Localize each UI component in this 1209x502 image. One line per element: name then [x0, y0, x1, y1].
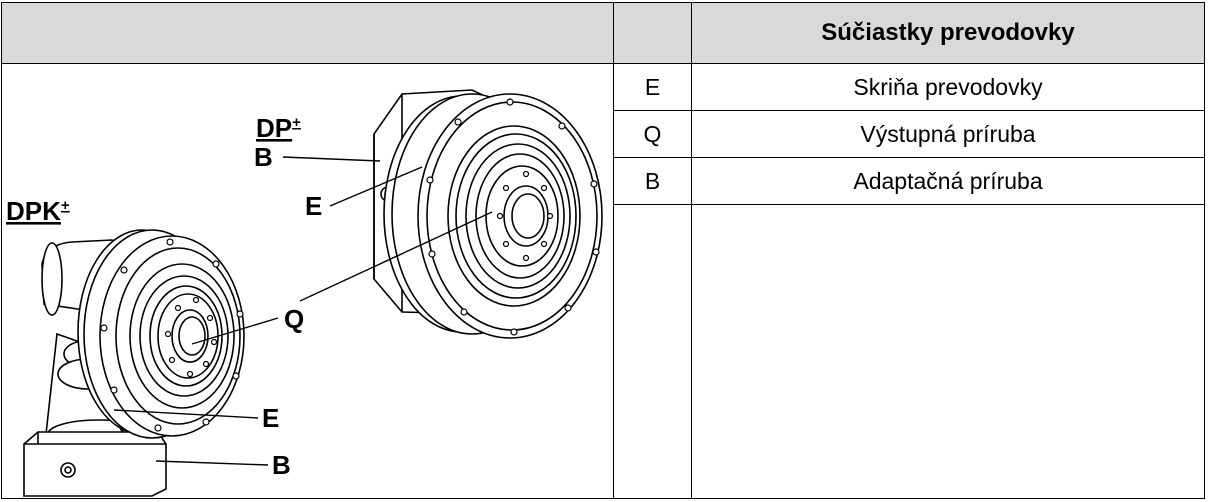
- dpk-gearbox-drawing: [23, 229, 245, 497]
- callout-e-bottom: E: [262, 403, 279, 433]
- table-row-empty: [2, 204, 1205, 499]
- callout-e-top: E: [305, 191, 322, 221]
- callout-b-bottom: B: [272, 450, 291, 480]
- part-name: Výstupná príruba: [691, 110, 1205, 158]
- dp-bolt-holes: [426, 98, 600, 336]
- header-code-cell: [613, 2, 692, 64]
- callout-leaders: [113, 156, 493, 466]
- callout-q: Q: [284, 304, 304, 334]
- dp-model-label: DP+: [256, 113, 301, 143]
- table-row: DP+ DPK+ B E Q E B E Skriňa prevodovky: [1, 63, 1205, 499]
- table-title: Súčiastky prevodovky: [691, 2, 1205, 64]
- part-code: E: [613, 63, 692, 111]
- table-header-row: Súčiastky prevodovky: [1, 2, 1205, 64]
- dpk-model-label: DPK+: [6, 196, 70, 226]
- dp-gearbox-drawing: [373, 89, 603, 339]
- table-row: B Adaptačná príruba: [2, 157, 1205, 205]
- empty-name-cell: [691, 204, 1205, 499]
- empty-code-cell: [613, 204, 692, 499]
- callout-b-top: B: [254, 142, 273, 172]
- part-code: Q: [613, 110, 692, 158]
- table-row: Q Výstupná príruba: [2, 110, 1205, 158]
- part-code: B: [613, 157, 692, 205]
- part-name: Skriňa prevodovky: [691, 63, 1205, 111]
- gearbox-illustration: DP+ DPK+ B E Q E B: [6, 89, 603, 497]
- gearbox-illustration-cell: DP+ DPK+ B E Q E B: [1, 63, 614, 499]
- header-figure-cell: [1, 2, 614, 64]
- dpk-bolt-holes: [100, 238, 244, 432]
- part-name: Adaptačná príruba: [691, 157, 1205, 205]
